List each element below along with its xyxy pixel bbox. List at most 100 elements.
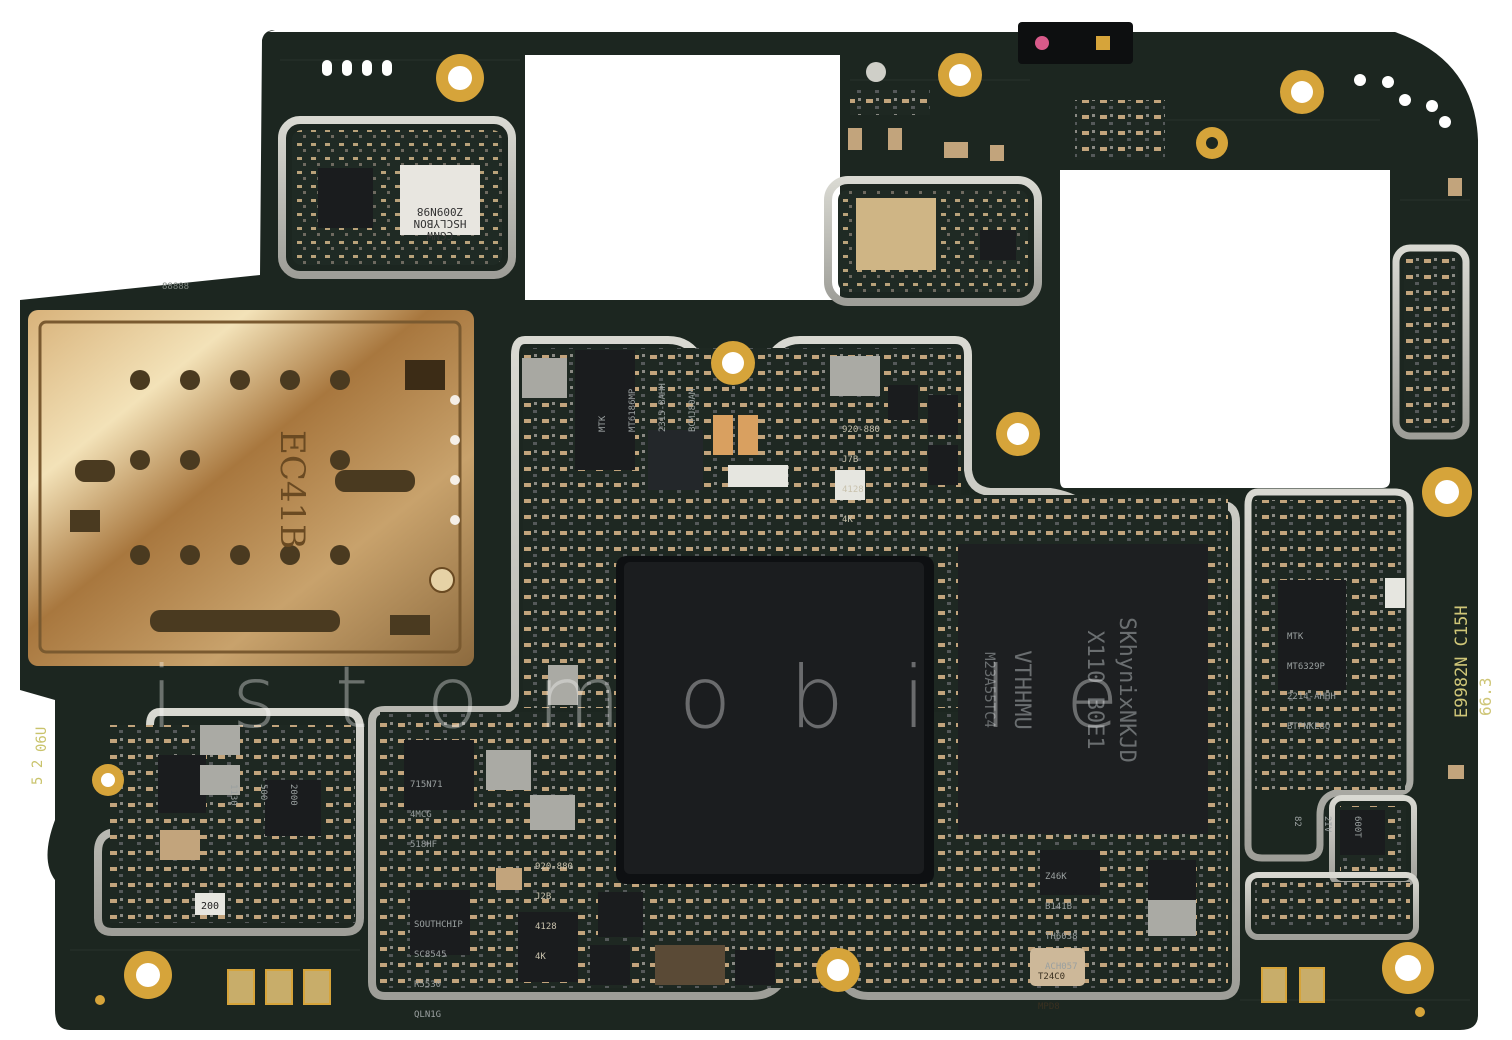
small-marking-top: 88888 (162, 282, 190, 292)
charger-label-line4: QLN1G (414, 1010, 442, 1020)
crystal-top-label-line4: 4K (842, 515, 853, 525)
wifi-module-label: Z009N98 HSCLYBON CGNW (414, 205, 467, 242)
board-marking-line2: 66.3 (1476, 677, 1495, 716)
chip-pmic-main (404, 740, 474, 810)
memory-label-line2: X110 B0E1 (1082, 630, 1107, 749)
rf-transceiver-label-line3: 2315-BAHH (658, 383, 668, 432)
crystal-top-label-line1: 920-880 (842, 425, 880, 435)
rf-transceiver-label: MTK MT6186MP 2315-BAHH BCMJ80AM (578, 383, 708, 432)
screw-pad-left-mid (92, 764, 124, 796)
screw-pad-top-right (1280, 70, 1324, 114)
left-edge-mark-1: 06U (34, 726, 50, 752)
pmic-right-label-line3: 2214-AHHH (1287, 692, 1336, 702)
sim-tray-marking: EC41B (272, 430, 312, 550)
chip-right-small (1340, 810, 1385, 855)
pmic-left-label-line3: 518HF (410, 840, 438, 850)
shield-rf-top (824, 176, 1042, 306)
screw-pad-bottom-center (816, 948, 860, 992)
chip-rf-module (856, 198, 936, 270)
screw-pad-bottom-right (1382, 942, 1434, 994)
screw-pad-center-top (711, 341, 755, 385)
proximity-sensor (1018, 22, 1133, 64)
sim-tray (28, 310, 474, 666)
rf-transceiver-label-line2: MT6186MP (628, 388, 638, 432)
crystal-bottom-label-line3: 4128 (535, 922, 557, 932)
crystal-bottom-label: 920-880 J2B 4128 4K (535, 842, 573, 972)
left-power-label: 2000 500 1130 (218, 784, 318, 806)
charger-label-line1: SOUTHCHIP (414, 920, 463, 930)
resistor-label: 200 (201, 901, 219, 912)
memory-label-line3: VTHHMU (1009, 650, 1034, 729)
memory-label-line1: SKhynixNKJD (1114, 617, 1139, 763)
chip-pmic-right (1278, 580, 1346, 690)
board-marking-line1: E9982N C15H (1452, 605, 1472, 718)
screw-pad-top-1 (436, 54, 484, 102)
audio-label-line1: Z46K (1045, 872, 1067, 882)
test-pads-top-right (1354, 74, 1451, 128)
crystal-top-label: 920-880 J7B 4128 4K (842, 405, 880, 535)
pmic-left-label-line2: 4MCG (410, 810, 432, 820)
chip-crystal-bottom (1030, 948, 1085, 986)
chip-memory (958, 544, 1208, 834)
screw-pad-right-side (1422, 467, 1472, 517)
pmic-right-label-line1: MTK (1287, 632, 1304, 642)
chip-pmic-left-b (265, 780, 321, 836)
chip-wifi-module (400, 165, 480, 235)
pcb-cutout-top (525, 55, 840, 300)
pmic-right-label-line4: BTPNKE8Q (1287, 722, 1331, 732)
screw-pad-bottom-left (124, 951, 172, 999)
right-small-label: 600T 2IV 82 (1282, 816, 1382, 838)
rf-transceiver-label-line1: MTK (598, 415, 608, 432)
sim-tray-dots (450, 395, 460, 525)
audio-label-line2: B141B (1045, 902, 1073, 912)
audio-label: Z46K B141B TH6038 ACH057 (1045, 852, 1078, 982)
shield-right-narrow (1392, 244, 1470, 440)
small-bottom-label: T24C0 MPD8 (1038, 952, 1065, 1022)
shield-right-lower (1245, 872, 1419, 940)
chip-audio (1040, 850, 1100, 895)
shield-pmic-right (1244, 488, 1414, 862)
watermark-text: istomobile (150, 648, 1177, 748)
memory-label-line4: M23A55TC4 (981, 652, 997, 728)
charger-label: SOUTHCHIP SC8545 R5530 QLN1G (414, 900, 463, 1030)
left-edge-mark-2: 5 2 (30, 759, 46, 785)
test-pads-top-left (322, 60, 392, 76)
crystal-top-label-line2: J7B (842, 455, 859, 465)
chip-soc (624, 562, 924, 874)
small-bottom-label-line1: T24C0 (1038, 972, 1066, 982)
wifi-module-label-line1: Z009N98 (417, 205, 463, 218)
crystal-bottom-label-line4: 4K (535, 952, 546, 962)
right-small-label-line2: 2IV (1322, 816, 1332, 833)
left-power-label-line3: 1130 (228, 784, 238, 806)
contact-pads-bottom-left (227, 969, 331, 1005)
left-power-label-line2: 500 (258, 784, 268, 801)
pmic-left-label: 715N71 4MCG 518HF (410, 760, 443, 860)
crystal-bottom-label-line2: J2B (535, 892, 552, 902)
chip-pmic-left-a (158, 755, 206, 813)
pcb-cutout-right (1060, 170, 1390, 488)
wifi-module-label-line3: CGNW (426, 229, 453, 242)
audio-label-line4: ACH057 (1045, 962, 1078, 972)
shield-wifi (278, 116, 516, 279)
wifi-module-label-line2: HSCLYBON (414, 217, 467, 230)
memory-label: SKhynixNKJD X110 B0E1 VTHHMU M23A55TC4 (981, 617, 1139, 763)
charger-label-line2: SC8545 (414, 950, 447, 960)
right-small-label-line3: 82 (1292, 816, 1302, 827)
pmic-right-label: MTK MT6329P 2214-AHHH BTPNKE8Q (1287, 612, 1336, 742)
audio-label-line3: TH6038 (1045, 932, 1078, 942)
pmic-right-label-line2: MT6329P (1287, 662, 1325, 672)
chip-wifi-pmic (318, 168, 373, 228)
crystal-top-label-line3: 4128 (842, 485, 864, 495)
small-bottom-label-line2: MPD8 (1038, 1002, 1060, 1012)
charger-label-line3: R5530 (414, 980, 442, 990)
rf-transceiver-label-line4: BCMJ80AM (688, 388, 698, 432)
crystal-bottom-label-line1: 920-880 (535, 862, 573, 872)
contact-pads-bottom-right (1261, 967, 1325, 1003)
pmic-left-label-line1: 715N71 (410, 780, 443, 790)
screw-pad-top-2 (938, 53, 982, 97)
chip-charger (410, 890, 470, 955)
screw-pad-right-mid (996, 412, 1040, 456)
left-power-label-line1: 2000 (288, 784, 298, 806)
right-small-label-line1: 600T (1352, 816, 1362, 838)
